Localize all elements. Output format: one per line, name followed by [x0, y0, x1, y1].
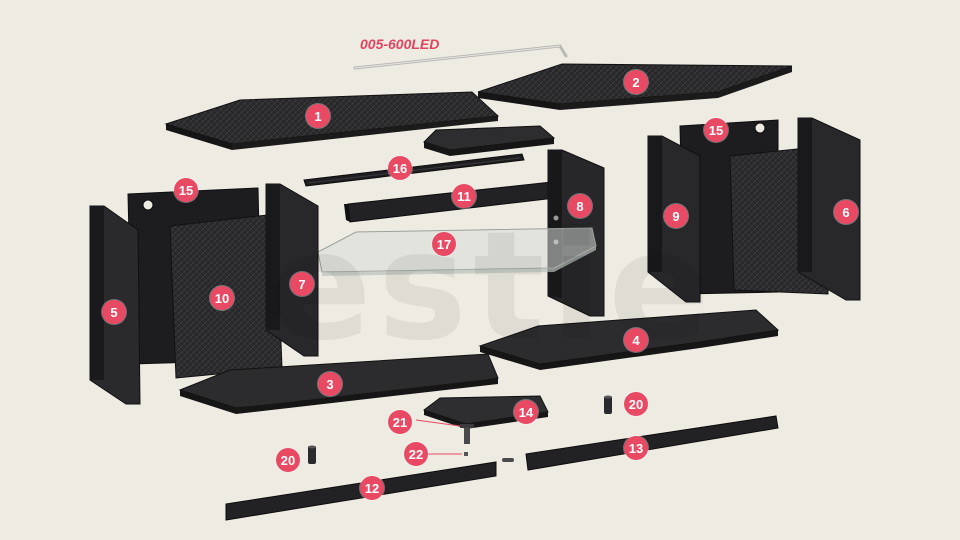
callout-badge: 3 — [318, 372, 342, 396]
callout-badge: 5 — [102, 300, 126, 324]
foot-20-left — [308, 445, 316, 464]
callout-badge: 20 — [624, 392, 648, 416]
callout-badge: 7 — [290, 272, 314, 296]
callout-badge: 16 — [388, 156, 412, 180]
callout-badge: 15 — [174, 178, 198, 202]
callout-badge: 2 — [624, 70, 648, 94]
callout-badge: 17 — [432, 232, 456, 256]
callout-badge: 13 — [624, 436, 648, 460]
callout-badge: 8 — [568, 194, 592, 218]
plinth-connector — [502, 458, 514, 462]
callout-badge: 4 — [624, 328, 648, 352]
callout-badge: 9 — [664, 204, 688, 228]
leg-connector-21 — [460, 424, 474, 444]
foot-20-right — [604, 395, 612, 414]
callout-badge: 12 — [360, 476, 384, 500]
callout-badge: 15 — [704, 118, 728, 142]
callout-badge: 14 — [514, 400, 538, 424]
callout-badge: 20 — [276, 448, 300, 472]
callout-badge: 11 — [452, 184, 476, 208]
callout-badge: 6 — [834, 200, 858, 224]
glass-shelf-17 — [317, 227, 597, 273]
plinth-13 — [525, 415, 779, 471]
callout-badge: 10 — [210, 286, 234, 310]
screw-22 — [428, 452, 468, 456]
callout-badge: 22 — [404, 442, 428, 466]
led-strip — [353, 44, 568, 70]
callout-badge: 1 — [306, 104, 330, 128]
callout-badge: 21 — [388, 410, 412, 434]
led-part-label: 005-600LED — [360, 36, 440, 52]
